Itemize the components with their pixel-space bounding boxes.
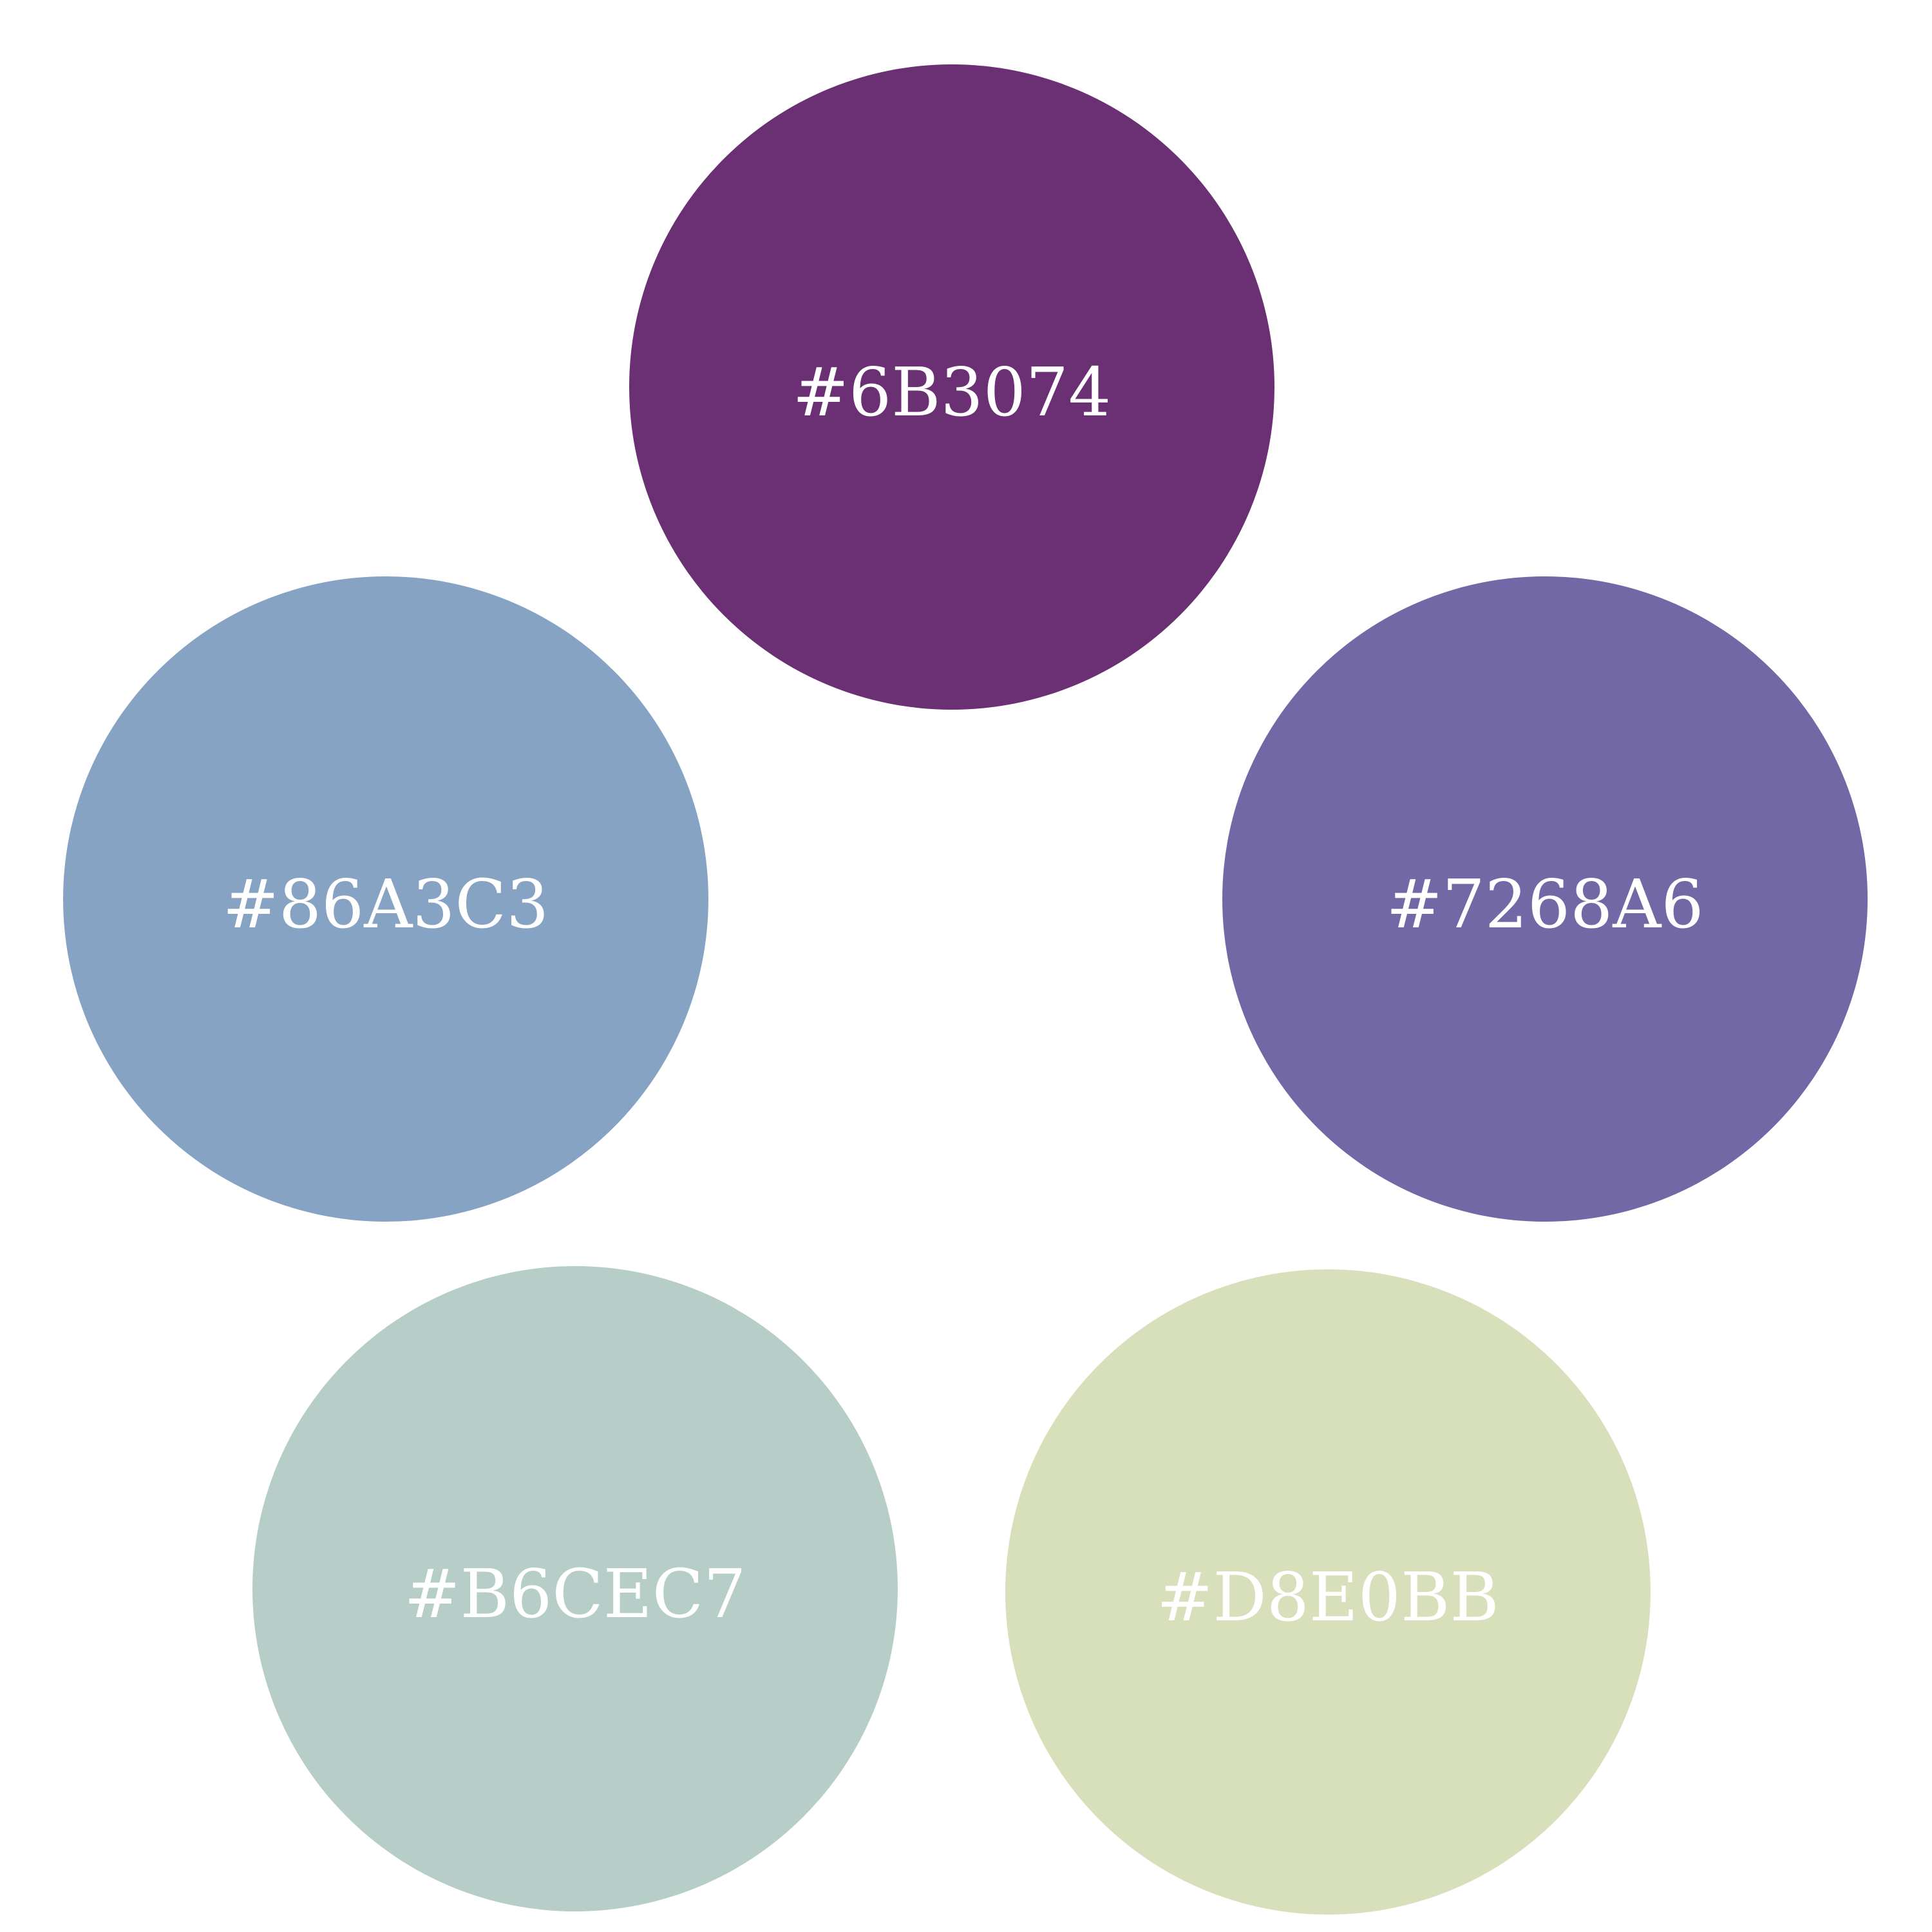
color-swatch-6b3074: #6B3074 [629,64,1274,710]
swatch-hex-label: #B6CEC7 [404,1555,746,1633]
swatch-hex-label: #D8E0BB [1157,1558,1499,1636]
swatch-hex-label: #6B3074 [792,353,1112,431]
swatch-hex-label: #7268A6 [1386,865,1704,943]
color-swatch-d8e0bb: #D8E0BB [1005,1269,1651,1915]
color-swatch-7268a6: #7268A6 [1222,576,1868,1222]
color-swatch-86a3c3: #86A3C3 [63,576,708,1222]
color-swatch-b6cec7: #B6CEC7 [252,1266,898,1911]
swatch-hex-label: #86A3C3 [222,865,549,943]
